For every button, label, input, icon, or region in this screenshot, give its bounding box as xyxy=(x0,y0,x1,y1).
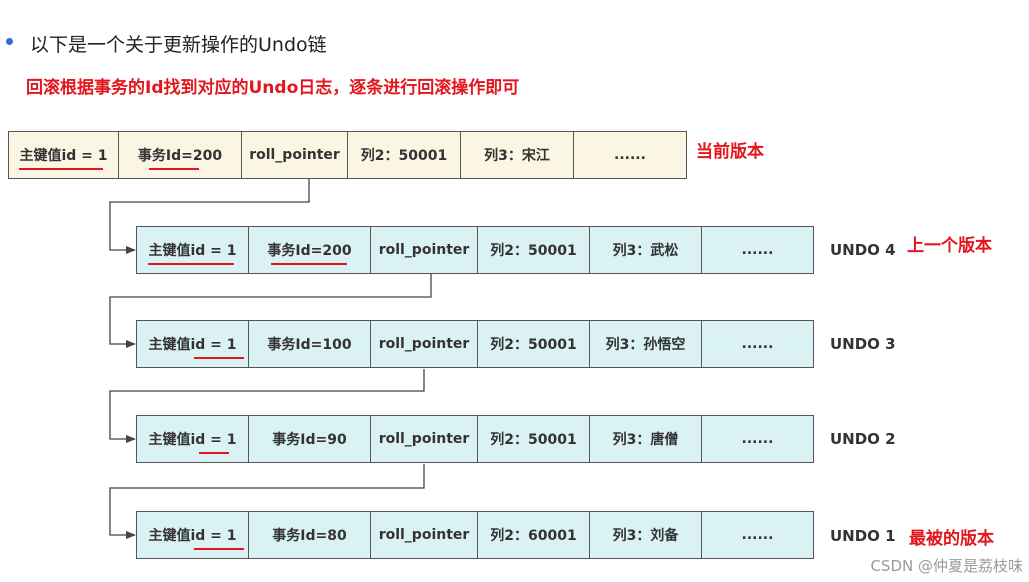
cell-column-2: 列2：50001 xyxy=(477,320,590,368)
cell-primary-key: 主键值id = 1 xyxy=(136,226,249,274)
undo-label-1: UNDO 1 xyxy=(830,527,896,545)
cell-transaction-id: 事务Id=200 xyxy=(248,226,371,274)
cell-ellipsis: ...... xyxy=(701,320,814,368)
connector-arrow-4 xyxy=(109,464,425,539)
underline-mark xyxy=(194,548,244,550)
cell-ellipsis: ...... xyxy=(573,131,687,179)
record-row-undo-4: 主键值id = 1 事务Id=200 roll_pointer 列2：50001… xyxy=(136,226,814,274)
undo-label-2: UNDO 2 xyxy=(830,430,896,448)
cell-primary-key: 主键值id = 1 xyxy=(8,131,119,179)
bullet-dot xyxy=(6,38,13,45)
connector-arrow-2 xyxy=(109,274,432,348)
cell-transaction-id: 事务Id=200 xyxy=(118,131,242,179)
heading: 以下是一个关于更新操作的Undo链 xyxy=(30,34,327,56)
cell-ellipsis: ...... xyxy=(701,226,814,274)
cell-column-2: 列2：60001 xyxy=(477,511,590,559)
record-row-undo-1: 主键值id = 1 事务Id=80 roll_pointer 列2：60001 … xyxy=(136,511,814,559)
cell-roll-pointer: roll_pointer xyxy=(370,226,478,274)
cell-primary-key: 主键值id = 1 xyxy=(136,511,249,559)
subheading: 回滚根据事务的Id找到对应的Undo日志，逐条进行回滚操作即可 xyxy=(26,78,520,98)
underline-mark xyxy=(148,263,234,265)
cell-column-3: 列3：武松 xyxy=(589,226,702,274)
undo-label-4: UNDO 4 xyxy=(830,241,896,259)
underline-mark xyxy=(199,452,229,454)
connector-arrow-3 xyxy=(109,369,425,443)
record-row-undo-2: 主键值id = 1 事务Id=90 roll_pointer 列2：50001 … xyxy=(136,415,814,463)
version-label-oldest: 最被的版本 xyxy=(909,529,994,549)
cell-primary-key: 主键值id = 1 xyxy=(136,320,249,368)
cell-roll-pointer: roll_pointer xyxy=(370,320,478,368)
record-row-undo-3: 主键值id = 1 事务Id=100 roll_pointer 列2：50001… xyxy=(136,320,814,368)
cell-ellipsis: ...... xyxy=(701,511,814,559)
cell-column-3: 列3：宋江 xyxy=(460,131,574,179)
underline-mark xyxy=(194,357,244,359)
cell-column-3: 列3：唐僧 xyxy=(589,415,702,463)
underline-mark xyxy=(19,168,103,170)
underline-mark xyxy=(271,263,347,265)
version-label-previous: 上一个版本 xyxy=(907,236,992,256)
cell-roll-pointer: roll_pointer xyxy=(370,511,478,559)
cell-transaction-id: 事务Id=80 xyxy=(248,511,371,559)
cell-column-3: 列3：刘备 xyxy=(589,511,702,559)
cell-column-2: 列2：50001 xyxy=(347,131,461,179)
cell-column-2: 列2：50001 xyxy=(477,226,590,274)
cell-primary-key: 主键值id = 1 xyxy=(136,415,249,463)
record-row-current: 主键值id = 1 事务Id=200 roll_pointer 列2：50001… xyxy=(8,131,687,179)
cell-ellipsis: ...... xyxy=(701,415,814,463)
cell-column-2: 列2：50001 xyxy=(477,415,590,463)
cell-column-3: 列3：孙悟空 xyxy=(589,320,702,368)
cell-transaction-id: 事务Id=90 xyxy=(248,415,371,463)
underline-mark xyxy=(149,168,199,170)
connector-arrow-1 xyxy=(109,179,310,254)
version-label-current: 当前版本 xyxy=(696,142,764,162)
cell-roll-pointer: roll_pointer xyxy=(241,131,348,179)
watermark: CSDN @仲夏是荔枝味 xyxy=(870,557,1023,575)
undo-label-3: UNDO 3 xyxy=(830,335,896,353)
cell-roll-pointer: roll_pointer xyxy=(370,415,478,463)
cell-transaction-id: 事务Id=100 xyxy=(248,320,371,368)
